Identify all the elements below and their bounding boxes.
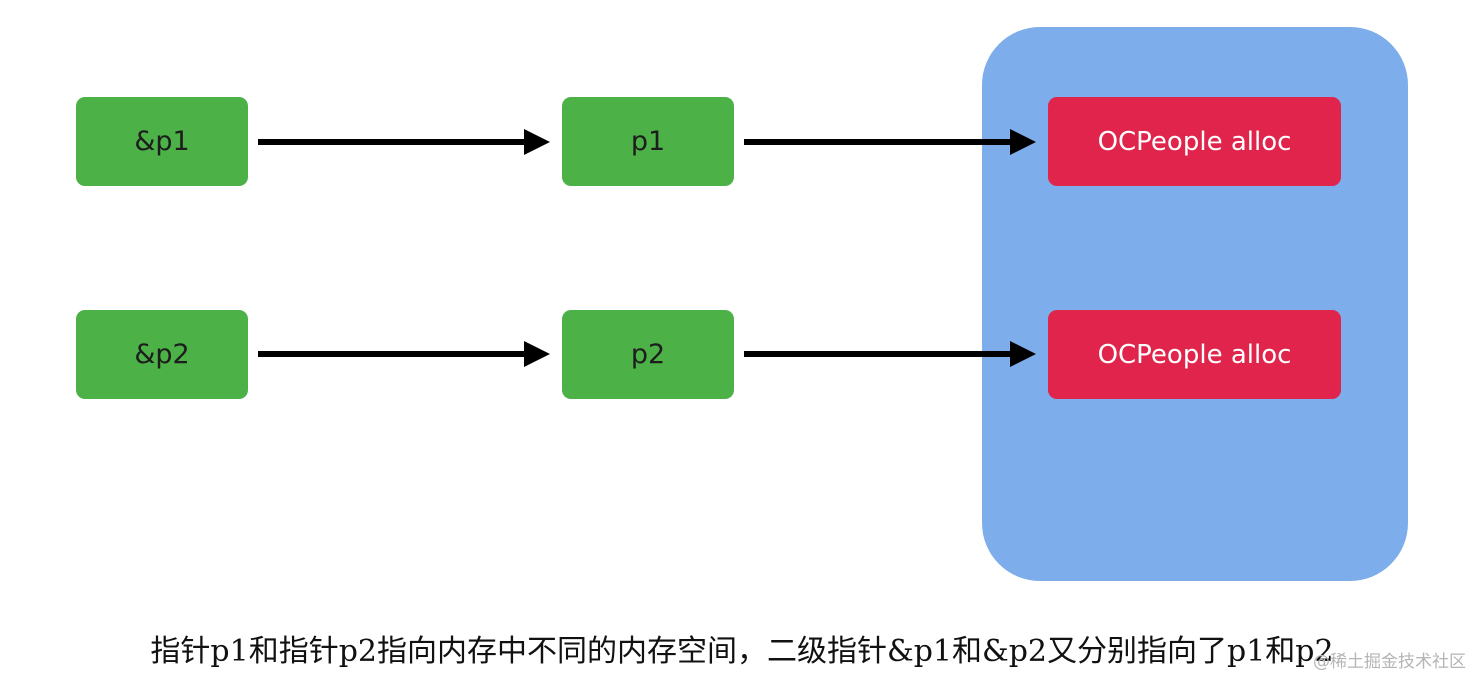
object-box-2: OCPeople alloc	[1048, 310, 1341, 399]
double-pointer-label: &p2	[134, 339, 190, 370]
watermark: @稀土掘金技术社区	[1313, 652, 1466, 672]
double-pointer-label: &p1	[134, 126, 190, 157]
diagram-caption: 指针p1和指针p2指向内存中不同的内存空间，二级指针&p1和&p2又分别指向了p…	[150, 634, 1334, 669]
double-pointer-box-p1: &p1	[76, 97, 248, 186]
object-label: OCPeople alloc	[1097, 339, 1292, 370]
arrow-double-pointer-to-pointer-2	[258, 341, 550, 367]
object-label: OCPeople alloc	[1097, 126, 1292, 157]
pointer-box-p1: p1	[562, 97, 734, 186]
pointer-label: p2	[630, 339, 666, 370]
pointer-box-p2: p2	[562, 310, 734, 399]
arrow-double-pointer-to-pointer-1	[258, 129, 550, 155]
double-pointer-box-p2: &p2	[76, 310, 248, 399]
arrow-pointer-to-object-2	[744, 341, 1036, 367]
object-box-1: OCPeople alloc	[1048, 97, 1341, 186]
pointer-label: p1	[630, 126, 666, 157]
arrow-pointer-to-object-1	[744, 129, 1036, 155]
